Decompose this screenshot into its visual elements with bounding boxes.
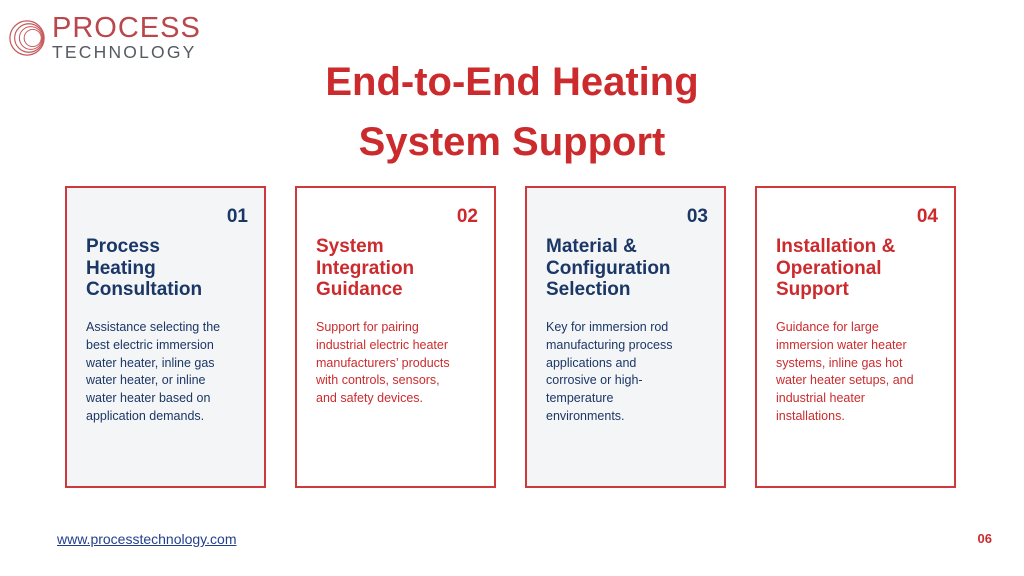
card-number: 04 (916, 206, 938, 227)
card-description: Support for pairing industrial electric … (316, 319, 486, 408)
card-description-line: Guidance for large (776, 320, 879, 334)
service-card-4: 04 Installation & Operational Support Gu… (755, 186, 956, 488)
card-description-line: water heater setups, and (776, 373, 914, 388)
card-heading: Process Heating Consultation (86, 236, 256, 301)
card-heading-line: Guidance (316, 279, 403, 300)
card-heading-line: Material & (546, 236, 637, 257)
card-description-line: industrial electric heater (316, 337, 449, 352)
card-description-line: water heater based on (86, 391, 211, 406)
card-heading-line: Operational (776, 257, 882, 279)
card-description-line: manufacturing process (546, 337, 673, 352)
card-heading-line: Configuration (546, 257, 671, 279)
website-link[interactable]: www.processtechnology.com (57, 531, 237, 547)
card-description-line: best electric immersion (86, 337, 214, 352)
logo-line-process: PROCESS (52, 12, 201, 44)
card-description-line: with controls, sensors, (316, 373, 440, 388)
slide-title: End-to-End Heating System Support (0, 52, 1024, 172)
card-description: Guidance for large immersion water heate… (776, 319, 946, 426)
card-number: 01 (226, 206, 248, 227)
card-heading-line: Support (776, 279, 849, 300)
card-description-line: water heater, inline gas (86, 355, 215, 370)
card-heading-line: System (316, 236, 384, 257)
card-description: Assistance selecting the best electric i… (86, 319, 256, 426)
card-heading-line: Consultation (86, 279, 203, 300)
card-description-line: and safety devices. (316, 391, 424, 406)
card-description-line: water heater, or inline (86, 373, 206, 388)
concentric-circles-logo-icon (9, 20, 45, 56)
service-card-1: 01 Process Heating Consultation Assistan… (65, 186, 266, 488)
card-heading: System Integration Guidance (316, 236, 486, 301)
card-description-line: corrosive or high- (546, 373, 643, 388)
card-description-line: Assistance selecting the (86, 320, 221, 334)
card-description-line: industrial heater (776, 391, 865, 406)
slide-title-line-1: End-to-End Heating (325, 60, 699, 104)
logo-wordmark: PROCESS TECHNOLOGY (52, 14, 201, 62)
card-number: 02 (456, 206, 478, 227)
logo-line-technology: TECHNOLOGY (52, 42, 197, 62)
card-heading-line: Heating (86, 257, 156, 279)
service-card-3: 03 Material & Configuration Selection Ke… (525, 186, 726, 488)
card-heading-line: Process (86, 236, 160, 257)
card-description-line: installations. (776, 408, 845, 423)
card-description-line: manufacturers’ products (316, 355, 450, 370)
card-description-line: application demands. (86, 408, 205, 423)
card-number: 03 (686, 206, 708, 227)
slide-title-line-2: System Support (358, 120, 666, 164)
card-description-line: temperature (546, 391, 614, 406)
card-description-line: systems, inline gas hot (776, 355, 903, 370)
card-heading-line: Installation & (776, 236, 896, 257)
card-description-line: applications and (546, 355, 637, 370)
company-logo: PROCESS TECHNOLOGY (8, 14, 201, 62)
card-heading-line: Selection (546, 279, 631, 300)
service-card-2: 02 System Integration Guidance Support f… (295, 186, 496, 488)
card-description-line: immersion water heater (776, 337, 907, 352)
card-heading: Material & Configuration Selection (546, 236, 716, 301)
card-description-line: Support for pairing (316, 320, 419, 334)
card-heading: Installation & Operational Support (776, 236, 946, 301)
card-description-line: Key for immersion rod (546, 320, 669, 334)
card-description-line: environments. (546, 408, 625, 423)
card-heading-line: Integration (316, 257, 415, 279)
card-description: Key for immersion rod manufacturing proc… (546, 319, 716, 426)
page-number: 06 (977, 531, 992, 546)
